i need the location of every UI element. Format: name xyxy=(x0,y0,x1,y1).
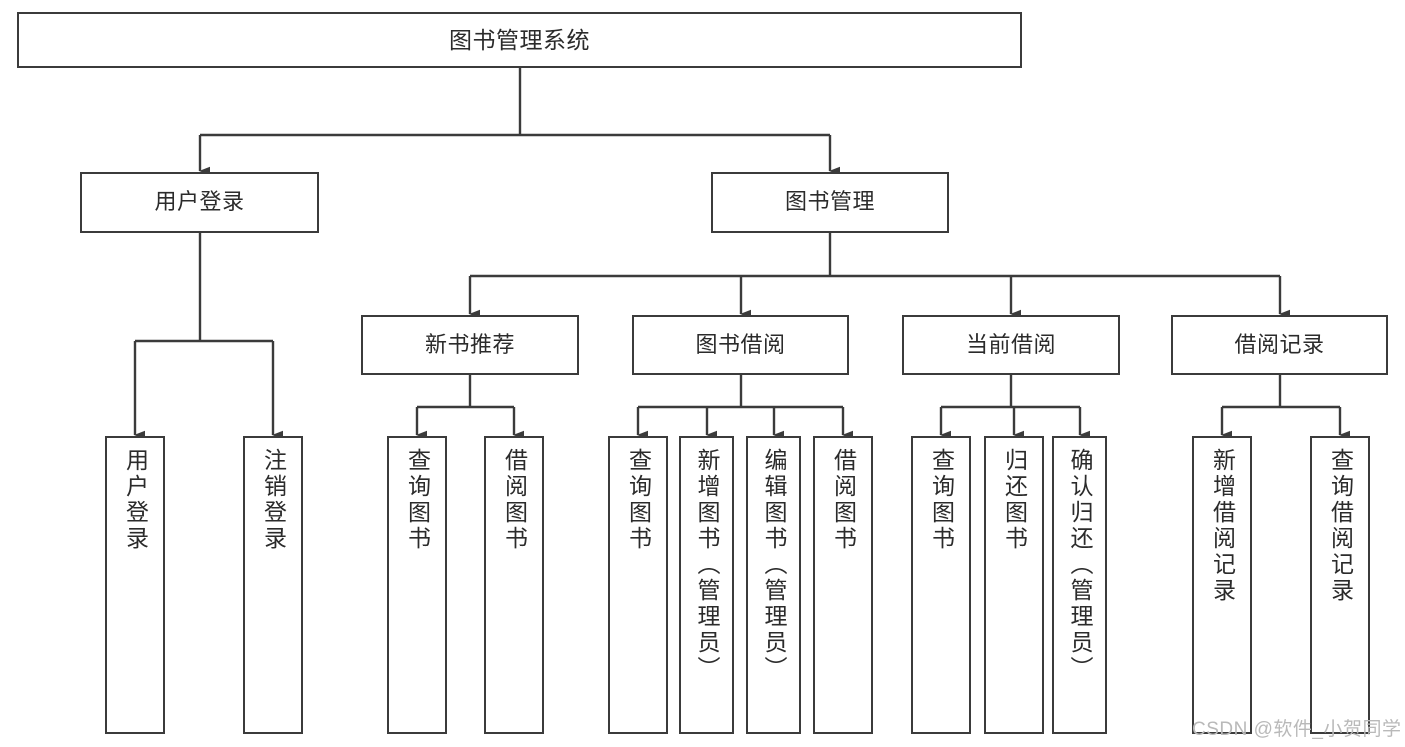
node-label: 图书管理系统 xyxy=(449,26,590,53)
node-label: 图书借阅 xyxy=(695,331,786,357)
node-n-current-borrow[interactable]: 当前借阅 xyxy=(902,315,1120,375)
node-label: 新增图书（管理员） xyxy=(694,448,720,682)
node-label: 查询图书 xyxy=(625,448,652,552)
node-n-new-book-rec[interactable]: 新书推荐 xyxy=(361,315,579,375)
node-label: 查询借阅记录 xyxy=(1327,448,1354,604)
csdn-watermark: CSDN @软件_小贺同学 xyxy=(1192,719,1402,740)
node-label: 用户登录 xyxy=(154,189,245,215)
node-n-book-borrow[interactable]: 图书借阅 xyxy=(632,315,849,375)
node-l-user-login[interactable]: 用户登录 xyxy=(105,436,165,734)
node-l-add-book[interactable]: 新增图书（管理员） xyxy=(679,436,734,734)
node-l-edit-book[interactable]: 编辑图书（管理员） xyxy=(746,436,801,734)
node-label: 新书推荐 xyxy=(424,331,515,357)
node-label: 借阅图书 xyxy=(830,448,857,552)
node-l-confirm-return[interactable]: 确认归还（管理员） xyxy=(1052,436,1107,734)
node-l-query-book-2[interactable]: 查询图书 xyxy=(608,436,668,734)
node-label: 借阅图书 xyxy=(501,448,528,552)
node-label: 新增借阅记录 xyxy=(1209,448,1236,604)
node-l-query-book-3[interactable]: 查询图书 xyxy=(911,436,971,734)
node-label: 图书管理 xyxy=(784,189,875,215)
node-label: 注销登录 xyxy=(260,448,287,552)
node-n-book-mgmt[interactable]: 图书管理 xyxy=(711,172,949,233)
node-l-borrow-book-1[interactable]: 借阅图书 xyxy=(484,436,544,734)
node-l-query-book-1[interactable]: 查询图书 xyxy=(387,436,447,734)
node-n-user-login[interactable]: 用户登录 xyxy=(80,172,319,233)
node-l-user-logout[interactable]: 注销登录 xyxy=(243,436,303,734)
node-l-query-record[interactable]: 查询借阅记录 xyxy=(1310,436,1370,734)
node-label: 查询图书 xyxy=(404,448,431,552)
node-label: 用户登录 xyxy=(122,448,149,552)
node-l-borrow-book-2[interactable]: 借阅图书 xyxy=(813,436,873,734)
node-label: 当前借阅 xyxy=(965,331,1056,357)
node-l-add-record[interactable]: 新增借阅记录 xyxy=(1192,436,1252,734)
node-label: 编辑图书（管理员） xyxy=(761,448,787,682)
node-root[interactable]: 图书管理系统 xyxy=(17,12,1022,68)
node-label: 归还图书 xyxy=(1001,448,1028,552)
node-label: 借阅记录 xyxy=(1234,331,1325,357)
node-label: 查询图书 xyxy=(928,448,955,552)
node-l-return-book[interactable]: 归还图书 xyxy=(984,436,1044,734)
node-label: 确认归还（管理员） xyxy=(1067,448,1093,682)
node-n-borrow-record[interactable]: 借阅记录 xyxy=(1171,315,1388,375)
